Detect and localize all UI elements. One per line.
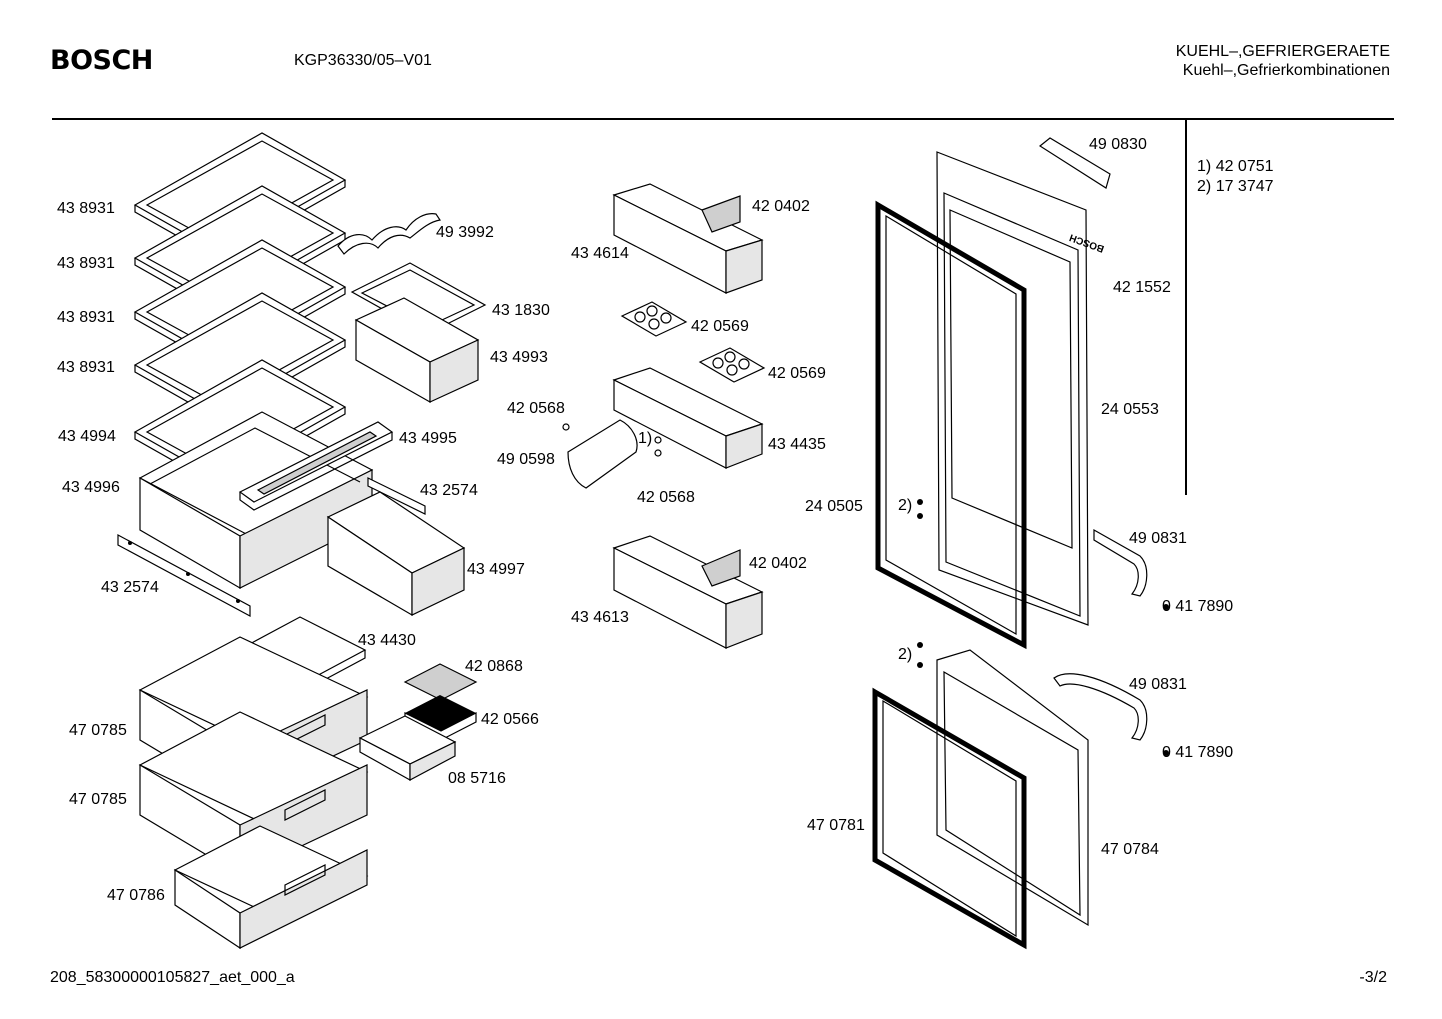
label-glass-shelf-434994: 43 4994 [58, 428, 116, 445]
label-drawer-runner-left: 43 2574 [101, 579, 159, 596]
label-freezer-drawer-3: 47 0786 [107, 887, 165, 904]
category-line-1: KUEHL–,GEFRIERGERAETE [1175, 43, 1390, 60]
label-freezer-tray: 43 4430 [358, 632, 416, 649]
label-handle-bar-1: 49 0831 [1129, 530, 1187, 547]
label-door-logo: 42 1552 [1113, 279, 1171, 296]
note-2-part: 17 3747 [1215, 178, 1274, 195]
document-id: 208_58300000105827_aet_000_a [50, 969, 295, 986]
category-title: KUEHL–,GEFRIERGERAETE Kuehl–,Gefrierkomb… [1176, 42, 1390, 80]
bottle-cover [568, 420, 637, 488]
label-freezer-drawer-2: 47 0785 [69, 791, 127, 808]
label-door-handle-top: 49 0830 [1089, 136, 1147, 153]
label-freezer-door-panel: 47 0784 [1101, 841, 1159, 858]
label-ice-box: 08 5716 [448, 770, 506, 787]
drawer-runner-right [368, 478, 425, 514]
egg-holder-2 [700, 348, 764, 382]
category-line-2: Kuehl–,Gefrierkombinationen [1182, 62, 1390, 79]
label-footnote-2-lower: 2) [898, 646, 913, 663]
label-hinge-pin-lower: 42 0568 [637, 489, 695, 506]
label-door-bin-lower-cover: 42 0402 [749, 555, 807, 572]
note-2: 2) 17 3747 [1197, 178, 1274, 196]
brand-logo: BOSCH [50, 45, 153, 76]
label-ice-cube-tray: 42 0566 [481, 711, 539, 728]
label-glass-shelf-4: 43 8931 [57, 359, 115, 376]
small-drawer [328, 492, 464, 615]
drawer-runner-left [118, 535, 250, 616]
label-glass-shelf-3: 43 8931 [57, 309, 115, 326]
label-handle-bar-2: 49 0831 [1129, 676, 1187, 693]
label-freezer-door-gasket: 47 0781 [807, 817, 865, 834]
ice-box [360, 716, 455, 780]
label-dairy-box: 43 4993 [490, 349, 548, 366]
label-freezer-drawer-1: 47 0785 [69, 722, 127, 739]
label-crisper-drawer: 43 4996 [62, 479, 120, 496]
label-bottle-cover: 49 0598 [497, 451, 555, 468]
label-fridge-door-panel: 24 0553 [1101, 401, 1159, 418]
label-door-bin-upper: 43 4614 [571, 245, 629, 262]
label-screw-2: 0 41 7890 [1162, 744, 1234, 761]
label-egg-holder-1: 42 0569 [691, 318, 749, 335]
label-small-drawer: 43 4997 [467, 561, 525, 578]
label-ice-tray-lid: 42 0868 [465, 658, 523, 675]
label-glass-shelf-1: 43 8931 [57, 200, 115, 217]
label-door-bin-upper-cover: 42 0402 [752, 198, 810, 215]
dairy-box [356, 298, 478, 402]
label-vent-cover: 43 4995 [399, 430, 457, 447]
door-bin-lower [614, 536, 762, 648]
label-door-bin-lower: 43 4613 [571, 609, 629, 626]
label-footnote-2-upper: 2) [898, 497, 913, 514]
vent-cover [240, 422, 392, 510]
egg-holder-1 [622, 302, 686, 336]
door-bin-upper [614, 184, 762, 293]
label-footnote-1: 1) [638, 430, 653, 447]
label-door-bin-middle: 43 4435 [768, 436, 826, 453]
page-number: -3/2 [1359, 969, 1387, 986]
label-egg-holder-2: 42 0569 [768, 365, 826, 382]
label-screw-1: 0 41 7890 [1162, 598, 1234, 615]
label-hinge-pin-upper: 42 0568 [507, 400, 565, 417]
label-dairy-frame: 43 1830 [492, 302, 550, 319]
label-glass-shelf-2: 43 8931 [57, 255, 115, 272]
note-2-mark: 2) [1197, 178, 1212, 195]
door-handle-top [1040, 138, 1110, 188]
note-1-mark: 1) [1197, 158, 1212, 175]
label-egg-tray-clip: 49 3992 [436, 224, 494, 241]
model-number: KGP36330/05–V01 [294, 52, 432, 69]
label-drawer-runner-right: 43 2574 [420, 482, 478, 499]
handle-bar-2 [1054, 674, 1147, 740]
handle-bar-1 [1094, 530, 1147, 596]
fridge-door-gasket [878, 205, 1024, 645]
door-bin-middle [614, 368, 762, 468]
note-1-part: 42 0751 [1215, 158, 1274, 175]
header-rule [52, 118, 1394, 120]
ice-tray-lid [405, 664, 476, 700]
egg-tray-clip [338, 214, 440, 254]
note-1: 1) 42 0751 [1197, 158, 1274, 176]
crisper-drawer [140, 412, 372, 588]
freezer-door-gasket [875, 692, 1024, 945]
freezer-door-panel [937, 650, 1088, 925]
freezer-drawer-3 [175, 826, 367, 948]
fridge-door-panel [937, 152, 1088, 625]
label-fridge-door-gasket: 24 0505 [805, 498, 863, 515]
notes-divider [1185, 120, 1187, 495]
